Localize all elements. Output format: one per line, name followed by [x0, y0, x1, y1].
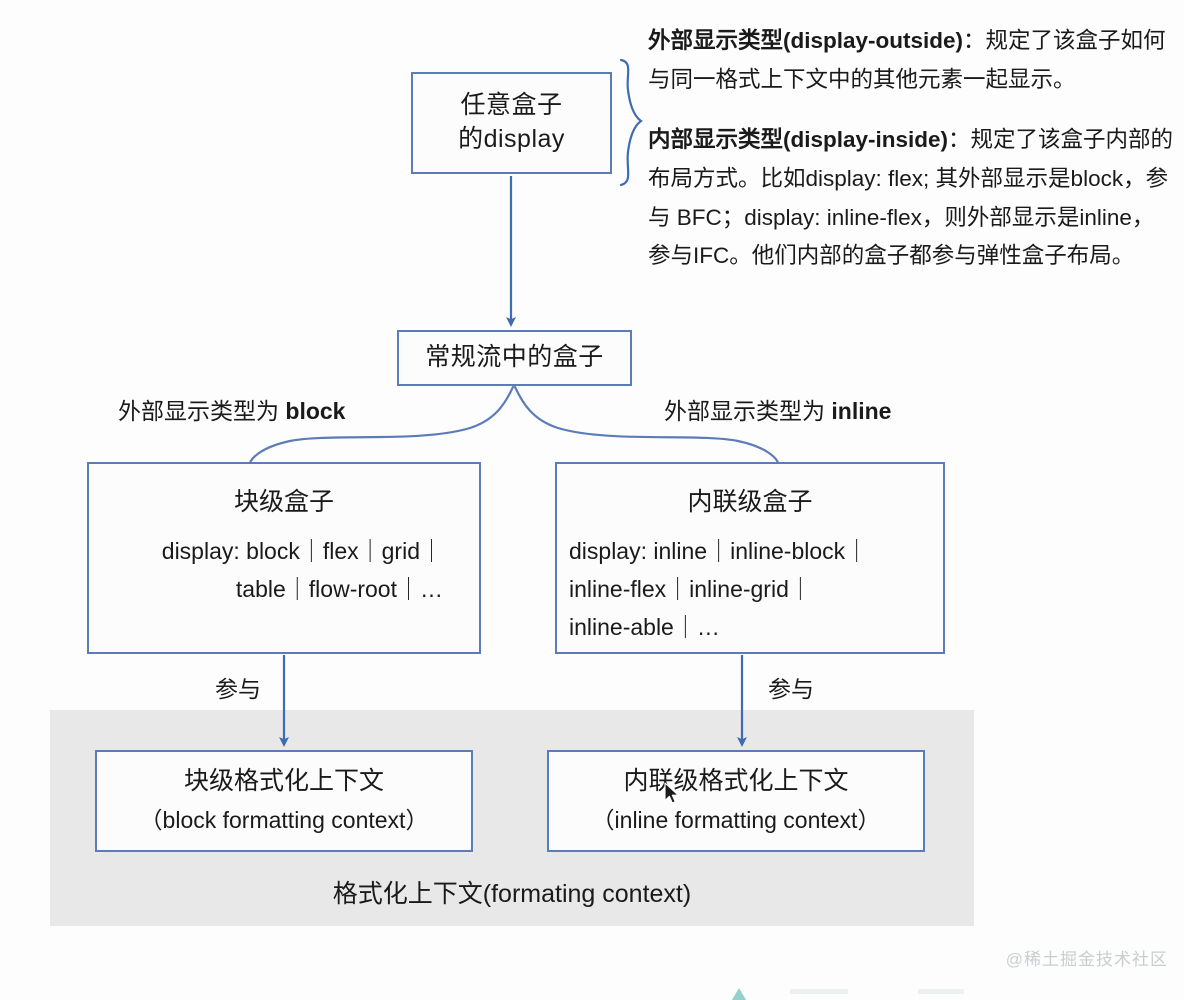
edge-label-outside-inline-value: inline	[831, 398, 892, 424]
node-inline-formatting-context[interactable]: 内联级格式化上下文 （inline formatting context）	[547, 750, 925, 852]
node-bfc-title-en: （block formatting context）	[139, 807, 429, 833]
explanation-display-inside: 内部显示类型(display-inside)：规定了该盒子内部的布局方式。比如d…	[648, 121, 1176, 276]
explanation-display-outside-body: 规定了该盒子如何与同一格式上下文中的其他元素一起显示。	[648, 28, 1166, 92]
node-any-box-display[interactable]: 任意盒子 的display	[411, 72, 612, 174]
partial-logo-icon	[726, 988, 752, 1000]
node-block-level-title: 块级盒子	[233, 488, 334, 516]
edge-label-outside-block-value: block	[285, 398, 346, 424]
curly-brace	[619, 58, 643, 187]
node-inline-level-title: 内联级盒子	[687, 488, 813, 516]
edge-label-outside-block: 外部显示类型为 block	[118, 392, 345, 426]
node-ifc-title-en: （inline formatting context）	[591, 807, 881, 833]
node-ifc-title-cn: 内联级格式化上下文	[623, 766, 849, 795]
node-normal-flow-box-title: 常规流中的盒子	[425, 343, 604, 372]
explanation-display-inside-body: 规定了该盒子内部的布局方式。比如display: flex; 其外部显示是blo…	[648, 127, 1174, 269]
watermark: @稀土掘金技术社区	[1005, 950, 1168, 969]
explanation-block: 外部显示类型(display-outside)：规定了该盒子如何与同一格式上下文…	[648, 22, 1176, 276]
explanation-display-outside-term: 外部显示类型(display-outside)	[648, 28, 964, 53]
edge-label-outside-inline: 外部显示类型为 inline	[664, 392, 891, 426]
partial-logo-bar-right	[918, 989, 964, 994]
node-block-formatting-context[interactable]: 块级格式化上下文 （block formatting context）	[95, 750, 473, 852]
explanation-display-inside-term: 内部显示类型(display-inside)	[648, 127, 949, 153]
explanation-display-outside: 外部显示类型(display-outside)：规定了该盒子如何与同一格式上下文…	[648, 22, 1176, 99]
edge-label-outside-inline-text: 外部显示类型为	[664, 398, 832, 424]
explanation-display-inside-separator: ：	[948, 127, 971, 153]
node-bfc-title-cn: 块级格式化上下文	[183, 766, 384, 795]
edge-label-join-right: 参与	[768, 676, 814, 702]
node-normal-flow-box[interactable]: 常规流中的盒子	[397, 330, 632, 386]
edge-label-join-left: 参与	[215, 676, 261, 702]
partial-logo-bar-left	[790, 989, 848, 994]
node-block-level-declaration: display: block｜flex｜grid｜ table｜flow-roo…	[161, 538, 443, 603]
edge-label-outside-block-text: 外部显示类型为	[118, 398, 286, 424]
node-inline-level-box[interactable]: 内联级盒子 display: inline｜inline-block｜ inli…	[555, 462, 945, 654]
node-any-box-display-title: 任意盒子 的display	[458, 91, 565, 153]
node-block-level-box[interactable]: 块级盒子 display: block｜flex｜grid｜ table｜flo…	[87, 462, 481, 654]
node-inline-level-declaration: display: inline｜inline-block｜ inline-fle…	[569, 538, 869, 641]
mouse-cursor	[664, 782, 679, 804]
formatting-context-panel-label: 格式化上下文(formating context)	[332, 880, 692, 908]
explanation-display-outside-separator: ：	[963, 28, 986, 53]
